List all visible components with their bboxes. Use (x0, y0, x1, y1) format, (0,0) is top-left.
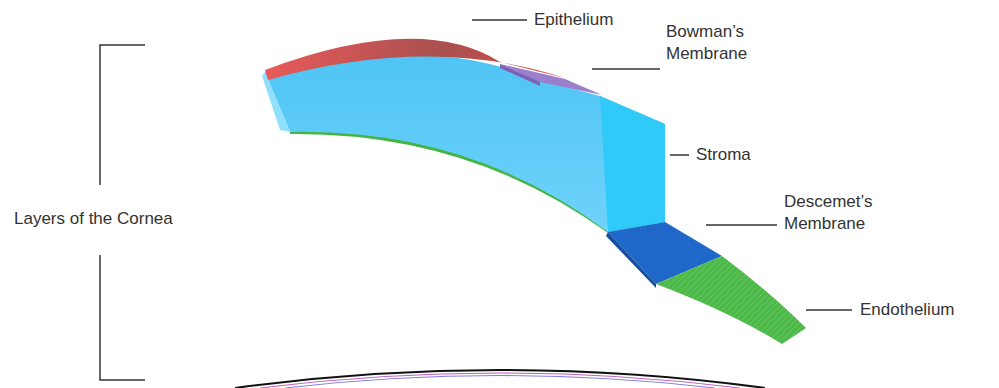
leader-line (670, 154, 689, 156)
descemet-edge (606, 232, 656, 288)
stroma-layer (265, 54, 665, 232)
leader-line (472, 19, 527, 21)
eye-layer-line (285, 376, 715, 388)
layer-label: Epithelium (534, 9, 613, 31)
eye-outline (235, 370, 765, 388)
bowman-layer (500, 64, 602, 95)
endothelium-layer (656, 256, 806, 344)
eye-layer-line (260, 373, 740, 388)
layer-label: Endothelium (860, 299, 955, 321)
layer-label: Bowman’s Membrane (666, 21, 766, 65)
bracket-label: Layers of the Cornea (14, 208, 173, 230)
stroma-end (262, 72, 290, 132)
layer-label: Descemet’s Membrane (784, 191, 884, 235)
bowman-edge (500, 64, 540, 86)
layer-label: Stroma (696, 144, 751, 166)
leader-line (806, 309, 852, 311)
stroma-face (600, 96, 665, 232)
leader-line (592, 68, 660, 70)
leader-line (706, 224, 777, 226)
